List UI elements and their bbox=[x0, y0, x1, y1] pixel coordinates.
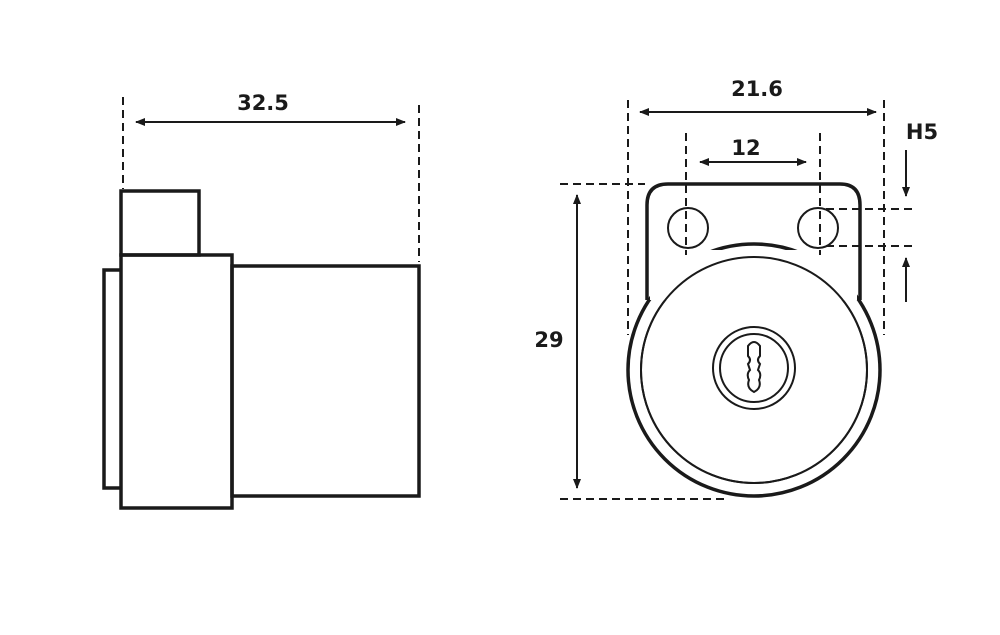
front-plate bbox=[102, 268, 121, 490]
side-width-label: 32.5 bbox=[237, 91, 289, 115]
height-label: 29 bbox=[534, 328, 563, 352]
mounting-hole-right bbox=[797, 207, 839, 249]
mounting-hole-left bbox=[667, 207, 709, 249]
flange bbox=[119, 253, 234, 510]
front-view: 21.6 12 H5 29 bbox=[534, 77, 938, 500]
outer-circle bbox=[626, 242, 882, 498]
cylinder-body bbox=[230, 264, 421, 498]
keyway-icon bbox=[746, 341, 762, 394]
hole-size-label: H5 bbox=[906, 120, 938, 144]
mounting-plate bbox=[645, 182, 862, 300]
keyhole-outer-ring bbox=[712, 326, 796, 410]
front-width-label: 21.6 bbox=[731, 77, 783, 101]
hole-spacing-label: 12 bbox=[731, 136, 760, 160]
cam-tab bbox=[119, 189, 201, 257]
side-view: 32.5 bbox=[102, 91, 421, 510]
keyhole-inner-ring bbox=[719, 333, 789, 403]
